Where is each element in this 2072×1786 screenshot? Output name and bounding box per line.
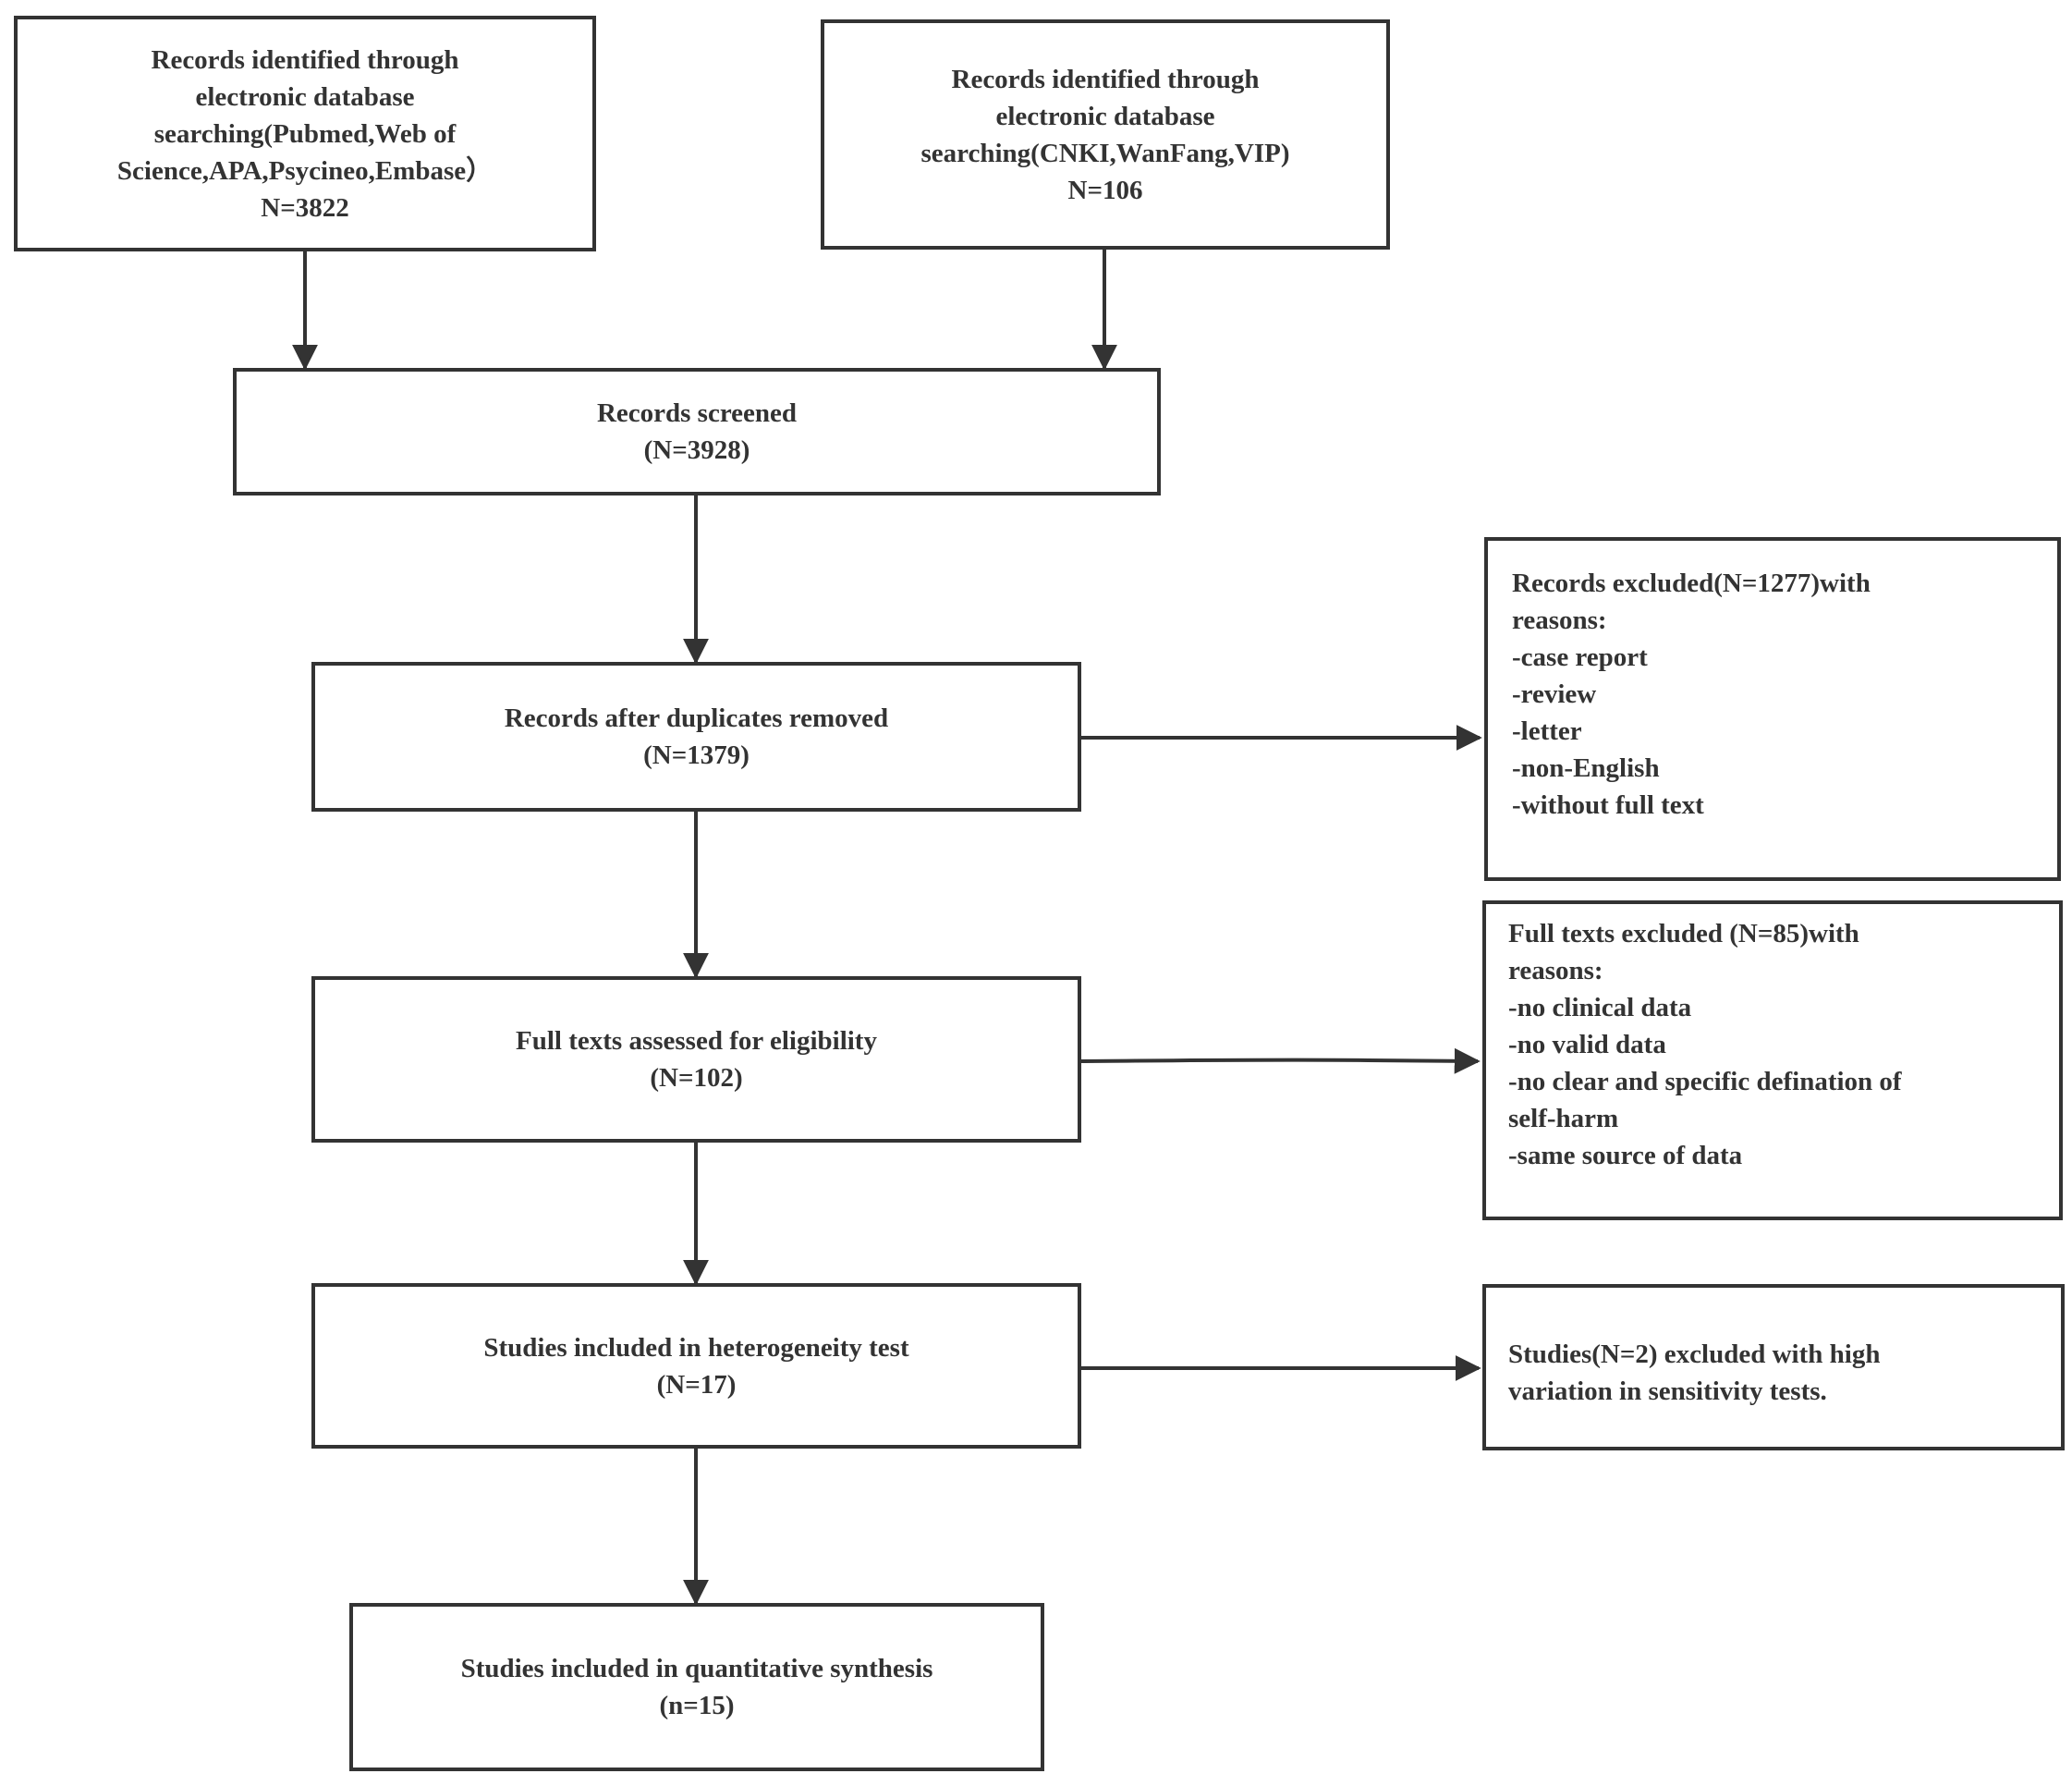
text-line: (N=102) xyxy=(650,1063,743,1093)
text-line: -no clinical data xyxy=(1508,993,1692,1022)
text-line: electronic database xyxy=(195,81,415,112)
text-line: reasons: xyxy=(1512,606,1607,635)
arrow-fulltext-to-excluded xyxy=(1079,1047,1481,1074)
box-full-texts-assessed: Full texts assessed for eligibility (N=1… xyxy=(311,976,1081,1143)
text-line: -no valid data xyxy=(1508,1030,1666,1059)
box-records-identified-chinese-databases: Records identified through electronic da… xyxy=(821,19,1390,250)
box-full-texts-excluded: Full texts excluded (N=85)with reasons: … xyxy=(1482,900,2063,1220)
text-line: Records identified through xyxy=(951,64,1260,94)
box-studies-excluded-sensitivity: Studies(N=2) excluded with high variatio… xyxy=(1482,1284,2065,1450)
text-line: -non-English xyxy=(1512,753,1660,783)
text-line: -case report xyxy=(1512,642,1648,672)
text-line: -letter xyxy=(1512,716,1582,746)
text-line: (N=3928) xyxy=(643,435,750,465)
text-line: variation in sensitivity tests. xyxy=(1508,1376,1827,1406)
text-line: (N=1379) xyxy=(643,740,750,770)
text-line: Records after duplicates removed xyxy=(504,703,889,733)
text-line: -review xyxy=(1512,679,1597,709)
box-records-excluded: Records excluded(N=1277)with reasons: -c… xyxy=(1484,537,2061,881)
box-studies-quantitative-synthesis: Studies included in quantitative synthes… xyxy=(349,1603,1044,1771)
text-line: electronic database xyxy=(995,101,1215,131)
text-line: Records identified through xyxy=(151,44,459,75)
text-line: Studies(N=2) excluded with high xyxy=(1508,1340,1881,1369)
text-line: N=3822 xyxy=(261,192,349,223)
box-studies-heterogeneity-test: Studies included in heterogeneity test (… xyxy=(311,1283,1081,1449)
text-line: Full texts assessed for eligibility xyxy=(516,1026,877,1056)
text-line: Full texts excluded (N=85)with xyxy=(1508,919,1859,948)
text-line: reasons: xyxy=(1508,956,1603,985)
text-line: searching(CNKI,WanFang,VIP) xyxy=(920,138,1290,168)
box-records-screened: Records screened (N=3928) xyxy=(233,368,1161,495)
text-line: Records screened xyxy=(596,398,798,428)
text-line: searching(Pubmed,Web of xyxy=(153,118,457,149)
box-records-identified-english-databases: Records identified through electronic da… xyxy=(14,16,596,251)
text-line: self-harm xyxy=(1508,1104,1619,1133)
text-line: (N=17) xyxy=(656,1369,737,1400)
box-records-after-duplicates-removed: Records after duplicates removed (N=1379… xyxy=(311,662,1081,812)
text-line: N=106 xyxy=(1067,175,1143,205)
text-line: -no clear and specific defination of xyxy=(1508,1067,1902,1096)
text-line: (n=15) xyxy=(659,1691,735,1720)
text-line: -same source of data xyxy=(1508,1141,1743,1170)
text-line: Science,APA,Psycineo,Embase） xyxy=(116,155,494,186)
text-line: Studies included in quantitative synthes… xyxy=(460,1654,933,1683)
text-line: Records excluded(N=1277)with xyxy=(1512,569,1871,598)
text-line: -without full text xyxy=(1512,790,1704,820)
text-line: Studies included in heterogeneity test xyxy=(483,1332,909,1363)
